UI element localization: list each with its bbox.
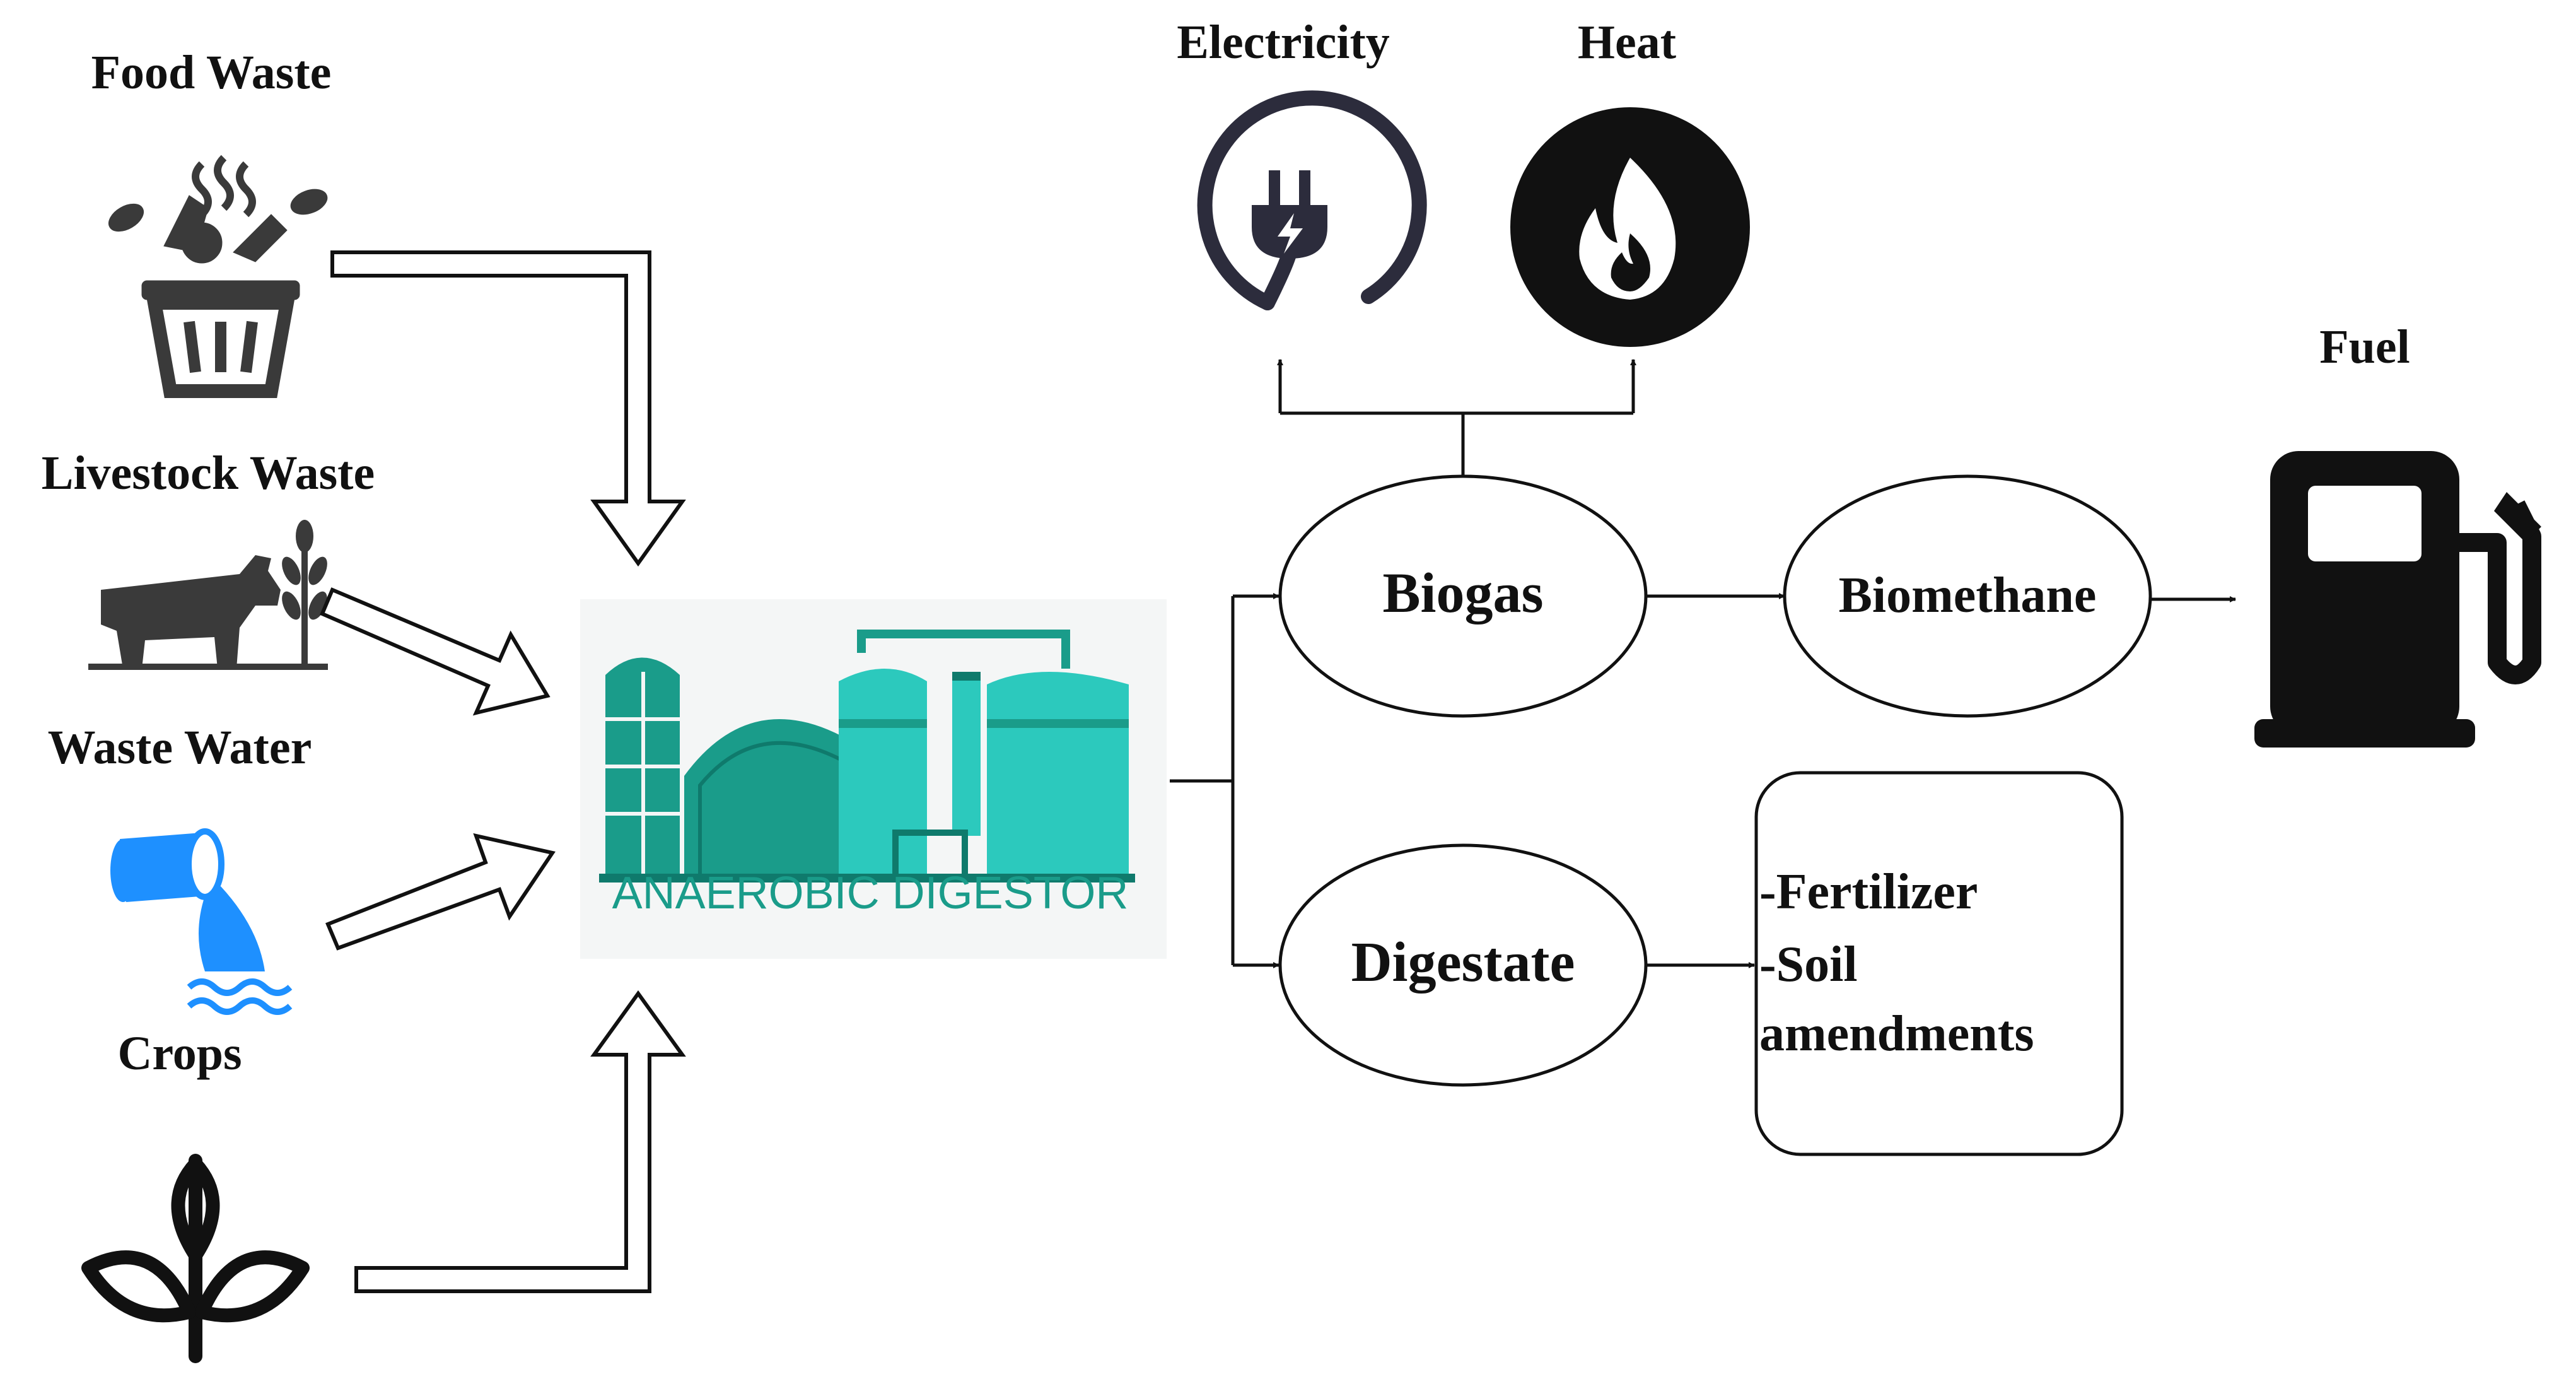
plant-icon [81,1154,310,1363]
flame-icon [1510,107,1750,347]
livestock-waste-label: Livestock Waste [42,447,375,500]
digestate-label: Digestate [1351,931,1575,994]
digestate-node: Digestate [1278,843,1648,1087]
product-fertilizer: -Fertilizer [1759,864,1978,920]
biogas-node: Biogas [1278,474,1648,718]
heat-label: Heat [1578,16,1676,69]
power-plug-icon [1197,90,1427,310]
digestate-products-box: -Fertilizer -Soil amendments [1754,771,2124,1156]
livestock-waste-arrow [320,587,551,716]
crops-arrow [354,990,686,1293]
trash-can-icon [108,155,328,398]
electricity-label: Electricity [1177,16,1390,69]
product-soil: -Soil [1759,937,1858,992]
food-waste-label: Food Waste [91,46,332,99]
food-waste-arrow [330,250,686,567]
crops-label: Crops [117,1027,242,1080]
biogas-label: Biogas [1382,562,1543,625]
biomethane-node: Biomethane [1783,474,2152,718]
water-pipe-icon [110,828,293,1015]
biomethane-label: Biomethane [1839,568,2097,623]
fuel-label: Fuel [2319,320,2410,373]
digestor-split-connector [1170,593,1279,968]
digestor-label: ANAEROBIC DIGESTOR [612,868,1129,918]
waste-water-label: Waste Water [48,721,312,774]
product-amendments: amendments [1759,1006,2034,1062]
waste-water-arrow [325,833,556,951]
fuel-pump-icon [2254,451,2541,748]
anaerobic-digestor: ANAEROBIC DIGESTOR [580,599,1167,959]
cow-icon [101,555,281,669]
